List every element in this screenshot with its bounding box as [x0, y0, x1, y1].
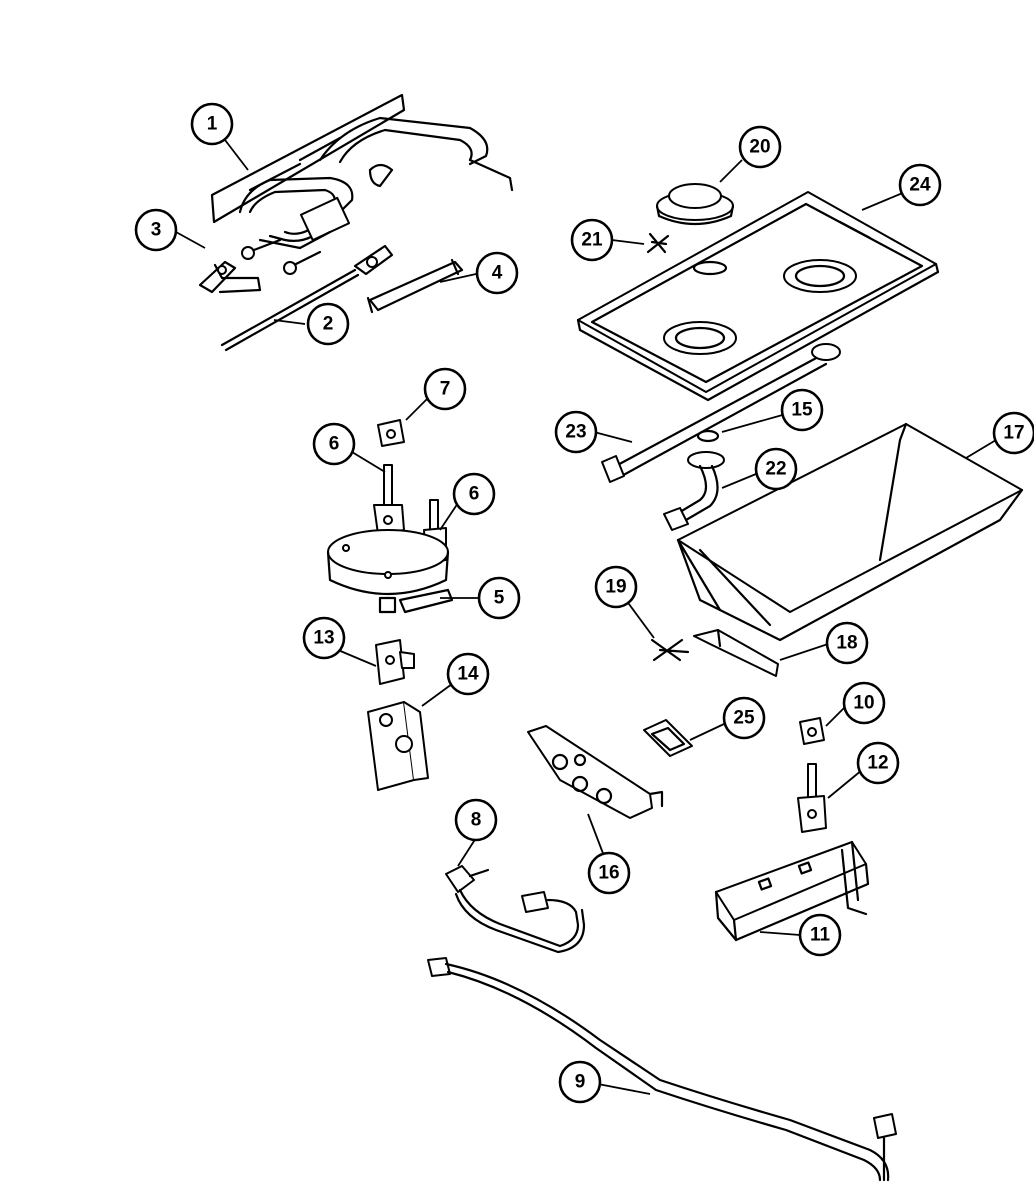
callout-7: 7 [423, 367, 467, 411]
callout-label: 19 [605, 577, 626, 598]
callout-label: 10 [853, 693, 874, 714]
part-12-electrode [797, 763, 827, 833]
callout-11: 11 [798, 913, 842, 957]
part-20-burner-cap [655, 183, 735, 226]
callout-label: 2 [323, 314, 334, 335]
callout-label: 18 [836, 633, 857, 654]
part-10-clip [799, 717, 825, 745]
callout-label: 22 [765, 459, 786, 480]
callout-label: 7 [440, 379, 451, 400]
callout-label: 9 [575, 1072, 586, 1093]
callout-5: 5 [477, 576, 521, 620]
callout-17: 17 [992, 411, 1034, 455]
callout-20: 20 [738, 125, 782, 169]
part-23-burner-tube [601, 343, 841, 483]
callout-21: 21 [570, 218, 614, 262]
callout-label: 20 [749, 137, 770, 158]
callout-label: 5 [494, 588, 505, 609]
callout-label: 8 [471, 810, 482, 831]
callout-18: 18 [825, 621, 869, 665]
part-19-clip [650, 638, 690, 662]
part-3-bracket [198, 260, 262, 294]
callout-label: 14 [457, 664, 479, 685]
callout-6-right: 6 [452, 472, 496, 516]
callout-12: 12 [856, 741, 900, 785]
callout-10: 10 [842, 681, 886, 725]
callout-label: 6 [469, 484, 480, 505]
leader-lines [175, 139, 997, 1095]
callout-label: 15 [791, 400, 813, 421]
part-8-tube [445, 865, 586, 954]
callout-8: 8 [454, 798, 498, 842]
part-13-fitting [375, 639, 415, 685]
callout-label: 17 [1003, 423, 1024, 444]
part-5-spark-module [326, 529, 454, 614]
part-1-burner-assembly [210, 93, 514, 275]
callout-16: 16 [587, 851, 631, 895]
part-7-clip [377, 419, 405, 447]
part-15-grommet [696, 429, 720, 443]
callout-9: 9 [558, 1060, 602, 1104]
callout-6-left: 6 [312, 422, 356, 466]
part-21-clip [646, 232, 670, 254]
callout-label: 16 [598, 863, 619, 884]
callout-13: 13 [302, 616, 346, 660]
callout-label: 25 [733, 708, 755, 729]
part-14-valve [367, 701, 429, 791]
callout-label: 6 [329, 434, 340, 455]
callout-label: 4 [492, 263, 503, 284]
callout-label: 1 [207, 114, 218, 135]
callout-3: 3 [134, 208, 178, 252]
callout-label: 3 [151, 220, 162, 241]
part-22-elbow-tube [663, 451, 725, 531]
part-4-mounting-bar [366, 258, 464, 314]
callout-24: 24 [898, 163, 942, 207]
callout-label: 24 [909, 175, 931, 196]
callout-23: 23 [554, 410, 598, 454]
part-16-heat-shield [527, 725, 664, 819]
callout-label: 11 [810, 925, 831, 946]
part-2-igniter-rod [220, 244, 394, 352]
callout-2: 2 [306, 302, 350, 346]
callout-1: 1 [190, 102, 234, 146]
part-18-bracket [693, 628, 779, 677]
callout-label: 12 [867, 753, 888, 774]
part-25-plate [643, 719, 693, 757]
callout-19: 19 [594, 565, 638, 609]
callout-15: 15 [780, 388, 824, 432]
part-17-burner-box [676, 422, 1024, 642]
callout-label: 23 [565, 422, 586, 443]
part-9-long-tube [427, 957, 897, 1182]
part-24-cooktop [576, 191, 940, 402]
callout-22: 22 [754, 447, 798, 491]
part-11-burner [714, 840, 870, 942]
callout-label: 21 [581, 230, 603, 251]
callout-4: 4 [475, 251, 519, 295]
callout-25: 25 [722, 696, 766, 740]
callout-14: 14 [446, 652, 490, 696]
part-6-electrode-left [373, 464, 405, 535]
callout-label: 13 [313, 628, 334, 649]
